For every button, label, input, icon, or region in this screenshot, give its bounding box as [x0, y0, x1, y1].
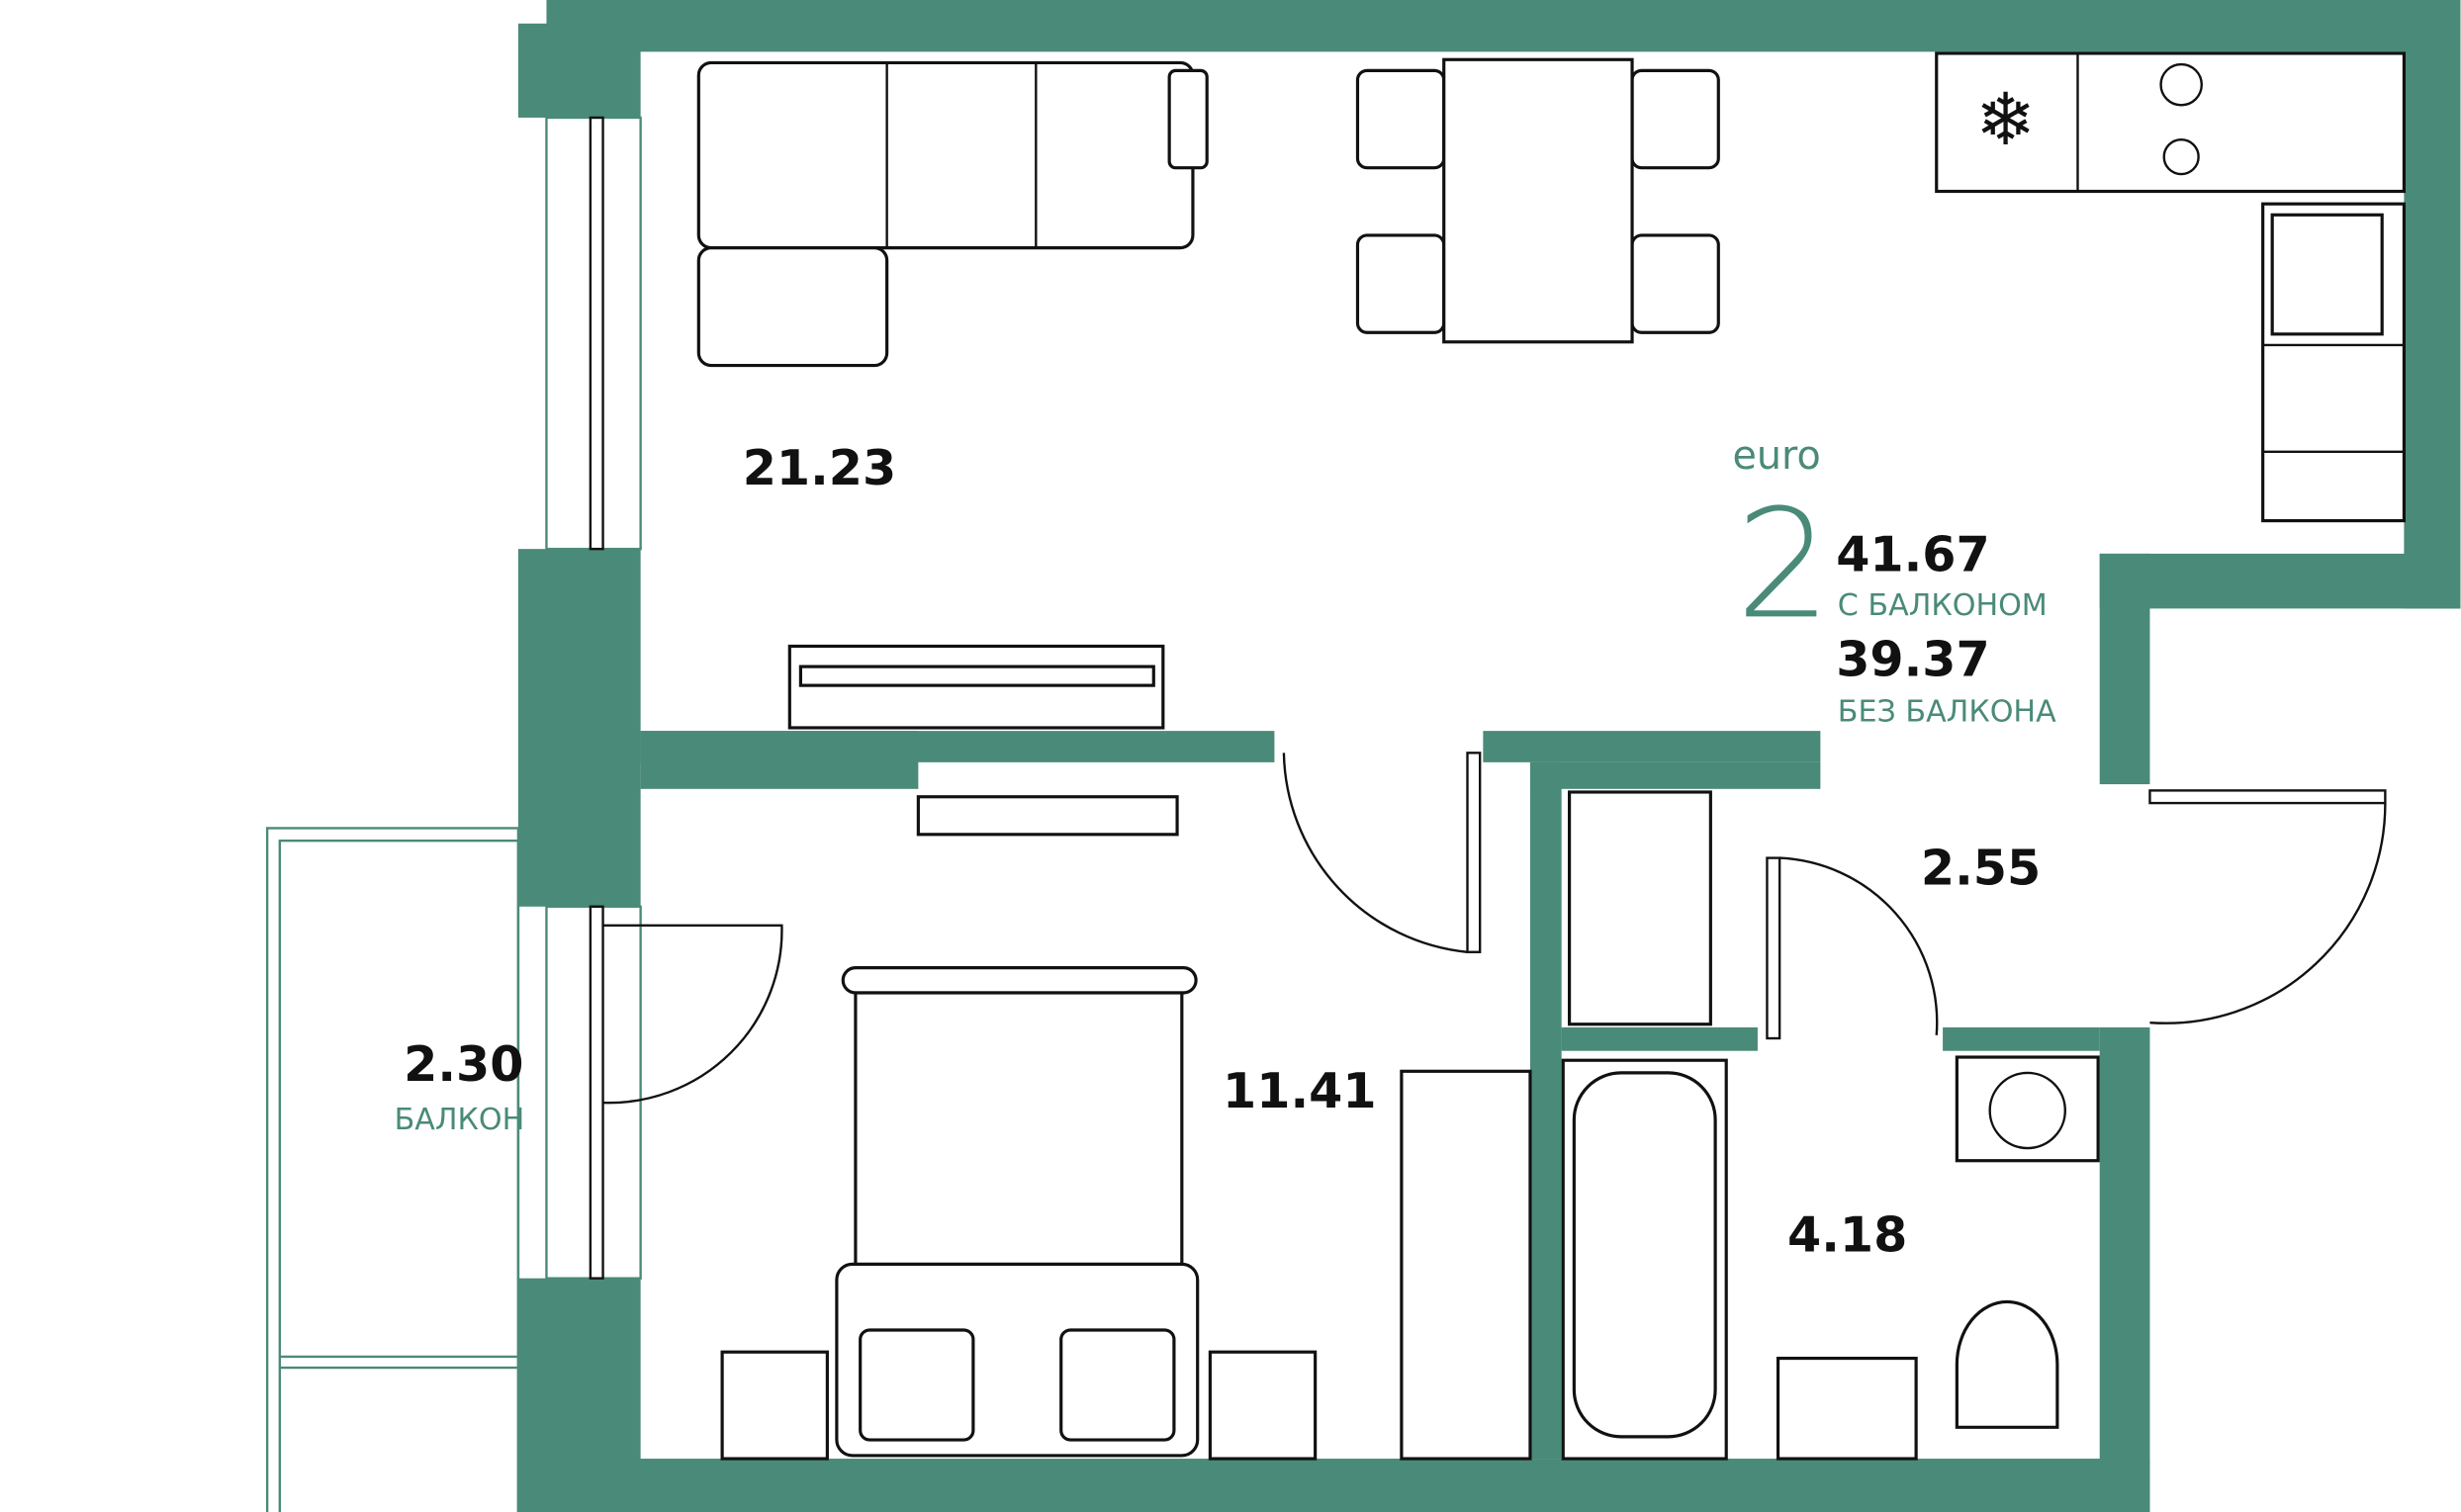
balcony [265, 827, 520, 1512]
wardrobe [1400, 790, 1712, 1461]
room-area-bathroom: 4.18 [1787, 1206, 1907, 1264]
room-area-hallway: 2.55 [1921, 840, 2041, 897]
area-with-balcony: 41.67 [1836, 525, 1989, 582]
area-without-balcony-label: БЕЗ БАЛКОНА [1838, 695, 2056, 730]
plan-type: euro [1733, 433, 1821, 479]
balcony-label: БАЛКОН [395, 1103, 525, 1137]
area-without-balcony: 39.37 [1836, 631, 1989, 688]
sofa [696, 60, 1209, 368]
doors [602, 752, 2387, 1105]
walls [517, 0, 2461, 1512]
room-area-balcony: 2.30 [404, 1035, 523, 1093]
bed [720, 966, 1318, 1461]
tv-stand [787, 644, 1179, 837]
dining-table [1355, 57, 1720, 344]
room-area-living: 21.23 [743, 439, 897, 496]
area-with-balcony-label: С БАЛКОНОМ [1838, 588, 2048, 623]
windows [545, 116, 642, 1280]
freezer-icon: ❄ [1975, 80, 2036, 160]
kitchen: ❄ [1935, 51, 2406, 523]
rooms-count: 2 [1736, 477, 1832, 652]
room-area-bedroom: 11.41 [1223, 1062, 1377, 1119]
bathroom-fixtures [1561, 1055, 2100, 1461]
